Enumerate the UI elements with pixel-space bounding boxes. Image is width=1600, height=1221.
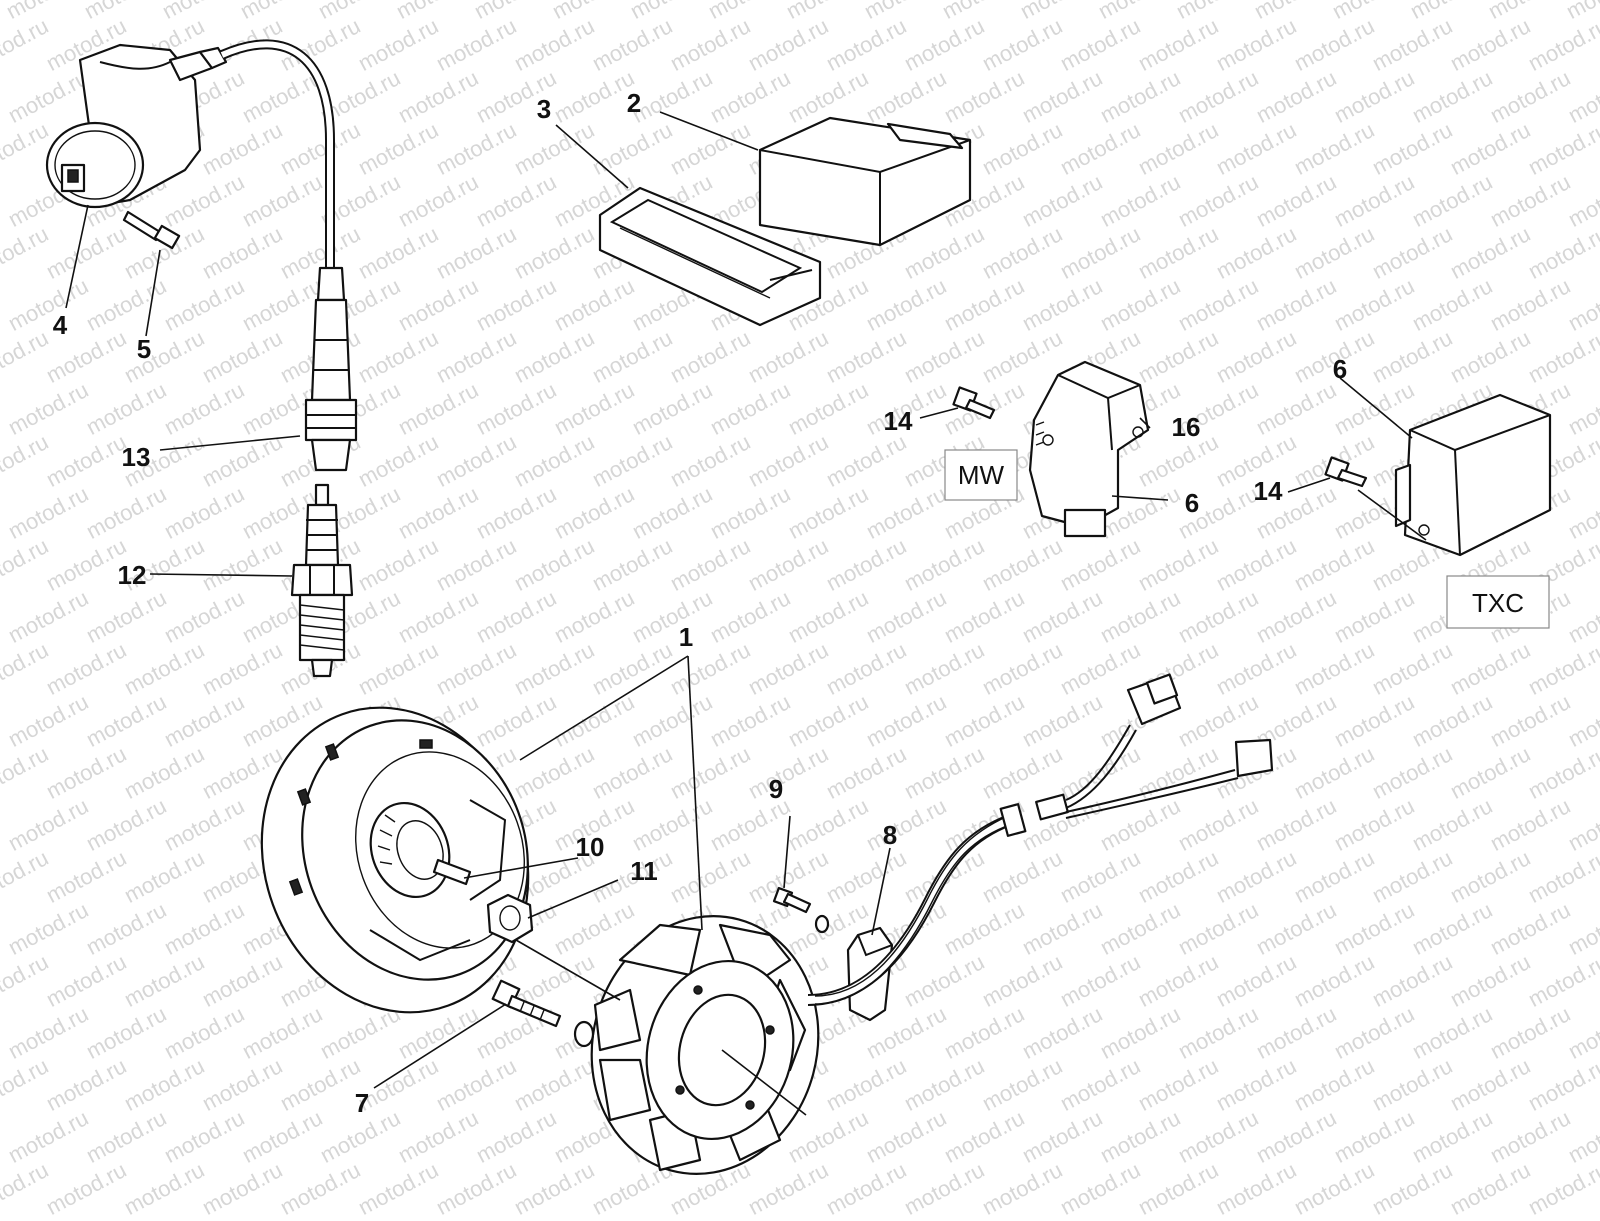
callout-6-mw: 6 [1185,488,1199,518]
mw-variant-label: MW [958,460,1005,490]
callout-11: 11 [630,856,658,886]
mw-label-box [944,449,1018,501]
callout-8: 8 [883,820,897,850]
bolt-14-mw [952,386,996,420]
callout-12: 12 [118,560,147,590]
spark-plug-cap [304,266,358,472]
stator [590,915,820,1175]
bolt-5 [122,210,181,250]
bolt-14-txc [1324,456,1368,488]
pickup-bolt [772,886,830,934]
flywheel [260,706,530,1014]
callout-1: 1 [679,622,693,652]
wiring-harness [807,673,1274,1006]
flywheel-nut [486,893,534,944]
callout-10: 10 [576,832,605,862]
callout-13: 13 [122,442,151,472]
leader-lines [65,111,1427,1116]
callout-14-mw: 14 [884,406,913,436]
woodruff-key [432,858,472,886]
spark-plug [290,483,354,678]
callout-7: 7 [355,1088,369,1118]
stator-bolt [491,979,595,1048]
regulator-txc [1394,393,1552,557]
callout-3: 3 [537,94,551,124]
callout-2: 2 [627,88,641,118]
cdi-holder [598,186,822,327]
regulator-mw [1028,360,1150,538]
callout-9: 9 [769,774,783,804]
callout-labels: 1 2 3 4 5 6 6 7 8 9 10 11 12 13 14 14 16 [53,88,1347,1118]
callout-5: 5 [137,334,151,364]
callout-14-txc: 14 [1254,476,1283,506]
ht-lead [219,39,335,270]
callout-16: 16 [1172,412,1201,442]
txc-label-box [1446,575,1550,629]
ignition-coil [45,43,228,209]
callout-6-txc: 6 [1333,354,1347,384]
cdi-unit [758,116,972,247]
callout-4: 4 [53,310,68,340]
txc-variant-label: TXC [1472,588,1524,618]
